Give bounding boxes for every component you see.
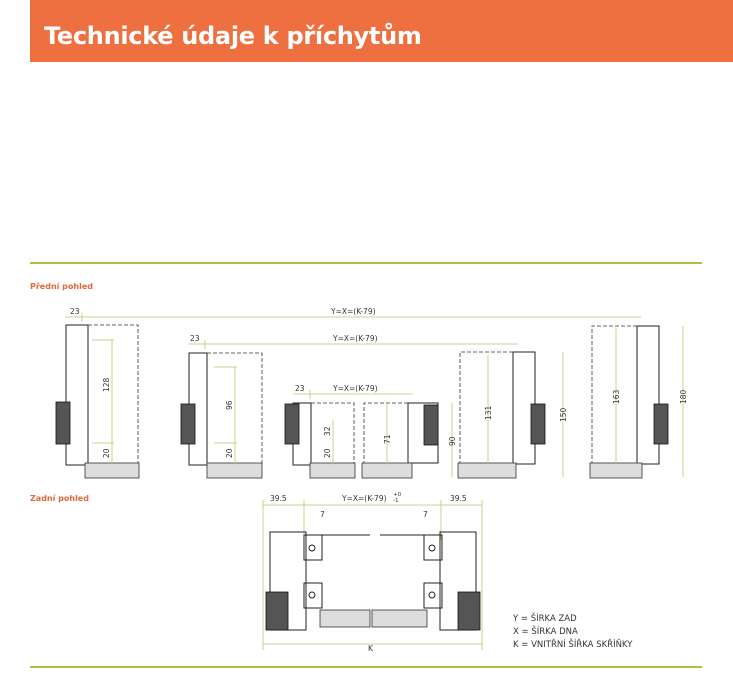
front-profile-3: 32 20 [284, 402, 356, 479]
legend-item: Y = ŠÍRKA ZAD [513, 614, 577, 624]
side-right-label: 39.5 [450, 494, 467, 503]
height-label: 20 [225, 448, 234, 458]
width-formula-label: Y=X=(K-79) [330, 307, 376, 316]
front-profile-2: 96 20 [180, 352, 263, 479]
tolerance-lower: -1 [393, 498, 398, 504]
width-formula-label: Y=X=(K-79) [332, 334, 378, 343]
rear-view-drawing: 39.5 39.5 Y=X=(K-79) +0 -1 7 7 K [262, 492, 483, 653]
tolerance-upper: +0 [393, 492, 402, 498]
height-label: 96 [225, 400, 234, 410]
side-left-label: 39.5 [270, 494, 287, 503]
height-label: 71 [383, 434, 392, 444]
front-profile-6: 163 180 [589, 325, 688, 479]
rear-view-heading: Zadní pohled [30, 494, 89, 503]
width-formula-label: Y=X=(K-79) [332, 384, 378, 393]
height-label: 32 [323, 426, 332, 436]
legend-item: X = ŠÍRKA DNA [513, 627, 578, 637]
offset-label: 23 [295, 384, 305, 393]
front-profile-4: 71 90 [361, 402, 457, 479]
height-label: 180 [679, 389, 688, 404]
offset-label: 23 [70, 307, 80, 316]
k-label: K [368, 644, 374, 653]
height-label: 128 [102, 377, 111, 392]
height-label: 150 [559, 407, 568, 422]
front-profile-1: 128 20 [55, 324, 140, 479]
width-dimensions: 23 Y=X=(K-79) 23 Y=X=(K-79) 23 Y=X=(K-79… [65, 307, 641, 399]
divider-bottom [30, 666, 702, 668]
rear-width-formula: Y=X=(K-79) [341, 494, 387, 503]
offset-label: 23 [190, 334, 200, 343]
height-label: 131 [484, 405, 493, 420]
header-band: Technické údaje k příchytům [30, 0, 733, 62]
height-label: 20 [323, 448, 332, 458]
legend: Y = ŠÍRKA ZAD X = ŠÍRKA DNA K = VNITŘNÍ … [513, 613, 632, 652]
front-profile-5: 131 150 [457, 351, 568, 479]
page-title: Technické údaje k příchytům [44, 22, 422, 50]
hole-offset-right: 7 [423, 510, 428, 519]
height-label: 163 [612, 389, 621, 404]
legend-item: K = VNITŘNÍ ŠÍŘKA SKŘÍŇKY [513, 640, 633, 650]
height-label: 20 [102, 448, 111, 458]
height-label: 90 [448, 436, 457, 446]
hole-offset-left: 7 [320, 510, 325, 519]
divider-top [30, 262, 702, 264]
front-view-heading: Přední pohled [30, 282, 93, 291]
